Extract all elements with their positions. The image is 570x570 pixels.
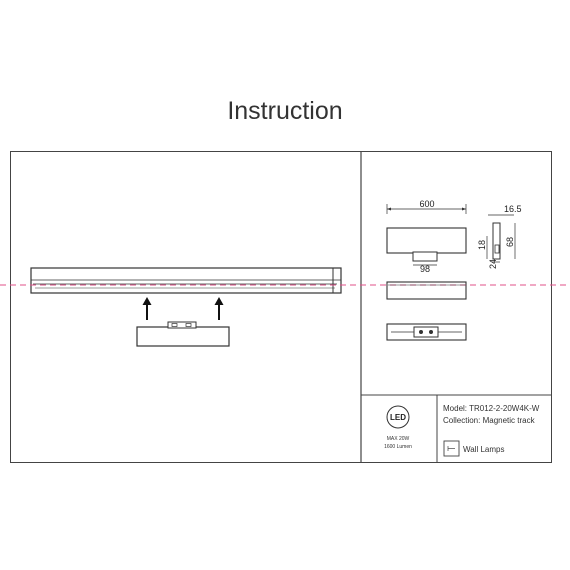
dimension-length: 600 [419, 199, 434, 209]
lumen-label: 1600 Lumen [384, 444, 412, 450]
dimension-base-width: 98 [420, 264, 430, 274]
drawing-frame [10, 151, 552, 463]
category-label: Wall Lamps [463, 445, 505, 454]
wall-lamp-icon [443, 440, 460, 457]
page-title: Instruction [227, 97, 343, 125]
led-logo-icon [386, 405, 410, 429]
dimension-height-total: 68 [505, 237, 515, 247]
collection-label: Collection: Magnetic track [443, 416, 535, 425]
dimension-top-depth: 16.5 [504, 204, 522, 214]
front-view-drawing [386, 204, 467, 266]
dimension-height-mount: 18 [477, 240, 487, 250]
install-arrow-icon [214, 297, 224, 320]
side-profile-drawing [486, 214, 516, 263]
led-logo-text: LED [390, 413, 406, 422]
lamp-module-illustration [136, 321, 230, 347]
dimension-base-small: 24 [488, 259, 498, 269]
top-view-drawing [386, 281, 467, 300]
lamp-bar-illustration [30, 267, 342, 294]
install-arrow-icon [142, 297, 152, 320]
model-label: Model: TR012-2-20W4K-W [443, 404, 540, 413]
bottom-view-drawing [386, 323, 467, 341]
max-power-label: MAX 20W [387, 436, 410, 442]
